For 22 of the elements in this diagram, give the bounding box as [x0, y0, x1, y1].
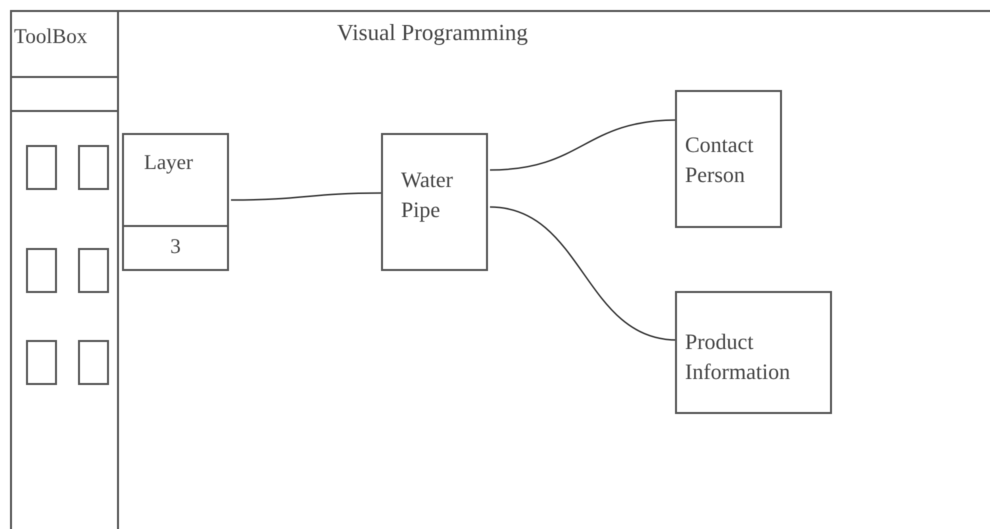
tool-slot — [26, 340, 57, 385]
component-name: Layer — [144, 149, 193, 176]
connector-curve — [231, 192, 383, 201]
tool-slot — [26, 145, 57, 190]
component-name: Water Pipe — [401, 166, 454, 224]
toolbox-bar — [10, 76, 119, 112]
toolbox-panel — [10, 10, 119, 529]
tool-slot — [78, 248, 109, 293]
component-name: Product Information — [685, 328, 792, 386]
layer-number: 3 — [169, 233, 182, 260]
layer-box — [122, 133, 229, 271]
tool-slot — [78, 340, 109, 385]
component-box — [381, 133, 488, 271]
tool-slot — [78, 145, 109, 190]
component-box — [675, 291, 832, 414]
tool-slot — [26, 248, 57, 293]
canvas-title: Visual Programming — [337, 19, 528, 47]
connector-curve — [490, 206, 678, 341]
component-name: Contact Person — [685, 131, 754, 189]
component-box — [675, 90, 782, 228]
panel-title: ToolBox — [14, 23, 88, 50]
connector-curve — [490, 119, 678, 171]
